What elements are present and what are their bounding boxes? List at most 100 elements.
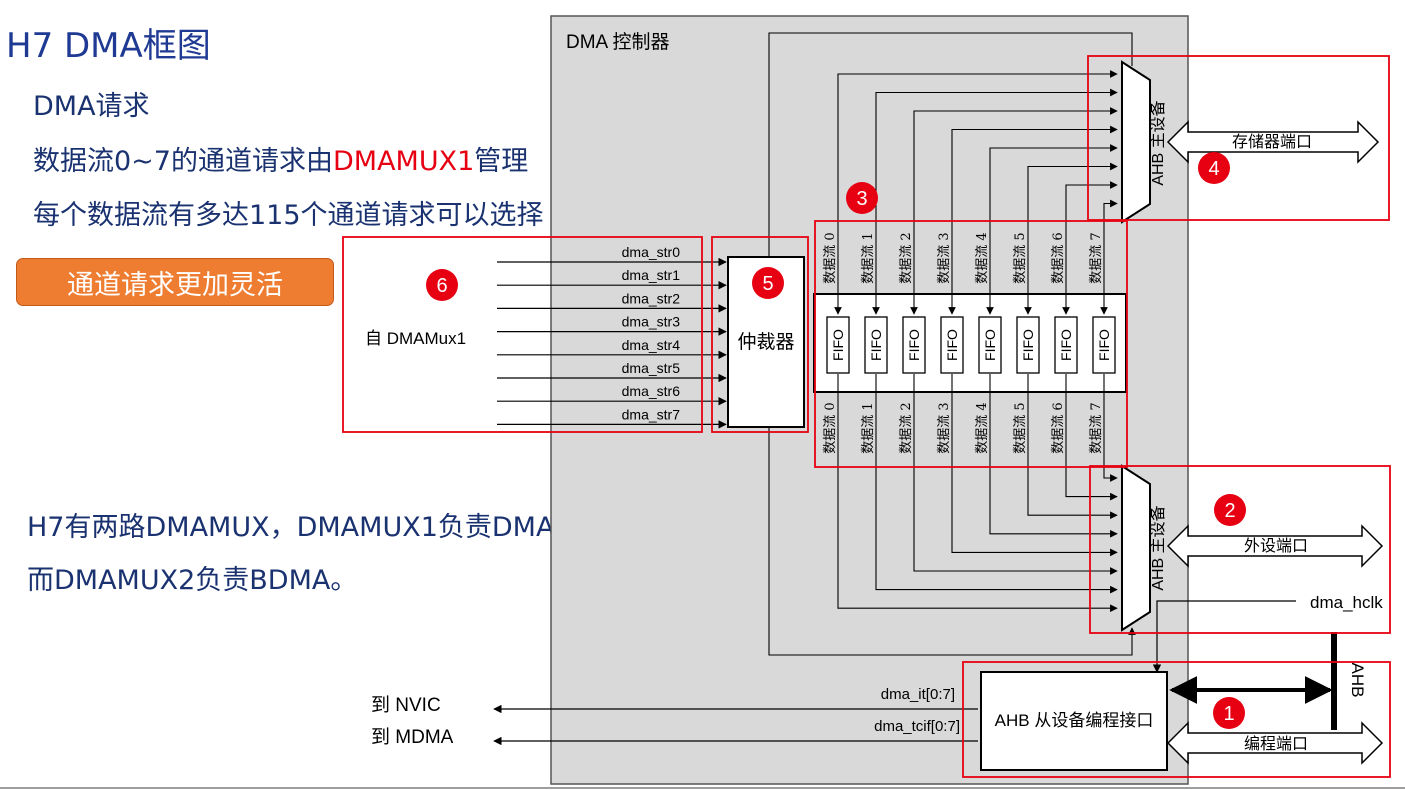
stream-label-bottom-3: 数据流 3: [937, 402, 952, 453]
route-bottom-1: [875, 374, 1118, 594]
stream-label-top-1: 数据流 1: [861, 232, 876, 283]
callout-6: 6: [426, 269, 458, 301]
irq-signal-label: dma_it[0:7]: [881, 686, 955, 703]
dma-controller-box: [550, 15, 1189, 785]
fifo-label-1: FIFO: [868, 329, 884, 361]
arbiter-top-link: [768, 32, 1133, 257]
stream-label-top-5: 数据流 5: [1013, 232, 1028, 283]
fifo-5: [1016, 316, 1040, 374]
stream-label-top-2: 数据流 2: [899, 232, 914, 283]
bottom-rule: [0, 787, 1405, 789]
stream-label-bottom-2: 数据流 2: [899, 402, 914, 453]
stream-label-top-6: 数据流 6: [1051, 232, 1066, 283]
route-bottom-0: [837, 374, 1118, 613]
route-top-2: [910, 107, 1118, 315]
stream-label-top-4: 数据流 4: [975, 232, 990, 283]
route-top-3: [948, 125, 1118, 315]
subtitle-2-highlight: DMAMUX1: [332, 146, 475, 177]
highlight-box-1: [962, 661, 1391, 778]
peripheral-port-arrow: [1166, 524, 1384, 568]
highlight-box-2: [1089, 465, 1391, 634]
programming-port-arrow: [1166, 721, 1384, 765]
stream-label-top-7: 数据流 7: [1089, 232, 1104, 283]
fifo-1: [864, 316, 888, 374]
ahb-master-bottom: [1121, 464, 1151, 632]
callout-3-text: 3: [856, 188, 867, 210]
stream-label-bottom-6: 数据流 6: [1051, 402, 1066, 453]
route-top-0: [834, 70, 1118, 315]
subtitle-2-suffix: 管理: [474, 146, 529, 177]
controller-label: DMA 控制器: [566, 31, 669, 53]
route-top-1: [872, 88, 1118, 315]
tcif-signal-label: dma_tcif[0:7]: [874, 718, 960, 735]
clock-label: dma_hclk: [1310, 593, 1383, 612]
ahb-master-bottom-label: AHB 主设备: [1149, 505, 1167, 590]
fifo-label-7: FIFO: [1096, 329, 1112, 361]
stream-label-top-3: 数据流 3: [937, 232, 952, 283]
stream-label-bottom-1: 数据流 1: [861, 402, 876, 453]
request-lines: dma_str0dma_str1dma_str2dma_str3dma_str4…: [497, 244, 727, 429]
fifo-label-5: FIFO: [1020, 329, 1036, 361]
callout-6-text: 6: [436, 275, 447, 297]
request-label-5: dma_str5: [622, 360, 681, 376]
mux-source-label: 自 DMAMux1: [365, 329, 466, 348]
fifo-label-3: FIFO: [944, 329, 960, 361]
note-dmamux-2: 而DMAMUX2负责BDMA。: [27, 565, 358, 596]
route-bottom-5: [1027, 374, 1118, 520]
request-label-6: dma_str6: [622, 383, 681, 399]
callout-1-text: 1: [1223, 703, 1234, 725]
clock-line: [1152, 600, 1296, 673]
request-label-3: dma_str3: [622, 314, 681, 330]
fifo-label-0: FIFO: [830, 329, 846, 361]
stream-routing: [768, 32, 1136, 656]
route-top-6: [1062, 181, 1118, 315]
request-label-1: dma_str1: [622, 267, 681, 283]
fifo-4: [978, 316, 1002, 374]
subtitle-dma-request: DMA请求: [33, 91, 150, 122]
to-mdma-label: 到 MDMA: [371, 726, 454, 748]
subtitle-channel-count: 每个数据流有多达115个通道请求可以选择: [33, 200, 544, 231]
stream-label-bottom-7: 数据流 7: [1089, 402, 1104, 453]
fifo-label-2: FIFO: [906, 329, 922, 361]
callout-5: 5: [752, 267, 784, 299]
stream-label-bottom-4: 数据流 4: [975, 402, 990, 453]
highlight-box-3: [814, 220, 1128, 468]
callout-2: 2: [1214, 494, 1246, 526]
peripheral-port-label: 外设端口: [1244, 536, 1308, 555]
ahb-bus-label: AHB: [1348, 663, 1367, 698]
slave-interface-box: [980, 671, 1168, 771]
memory-port-arrow: [1166, 120, 1380, 164]
route-bottom-7: [1103, 374, 1118, 482]
highlight-box-4: [1087, 55, 1390, 221]
stream-label-bottom-5: 数据流 5: [1013, 402, 1028, 453]
subtitle-2-prefix: 数据流0~7的通道请求由: [33, 146, 333, 177]
route-top-7: [1100, 199, 1118, 315]
callout-4: 4: [1198, 152, 1230, 184]
stream-labels-bottom: 数据流 0 数据流 1 数据流 2 数据流 3 数据流 4 数据流 5 数据流 6 数据流 7: [823, 402, 1104, 453]
callout-3: 3: [846, 182, 878, 214]
fifo-0: [826, 316, 850, 374]
fifo-3: [940, 316, 964, 374]
fifo-6: [1054, 316, 1078, 374]
fifo-label-6: FIFO: [1058, 329, 1074, 361]
callout-4-text: 4: [1208, 158, 1219, 180]
page-title: H7 DMA框图: [6, 26, 211, 66]
ahb-master-top: [1121, 60, 1151, 224]
slave-interface-label: AHB 从设备编程接口: [995, 711, 1154, 730]
route-top-4: [986, 144, 1118, 315]
route-bottom-3: [951, 374, 1118, 557]
subtitle-stream-management: 数据流0~7的通道请求由DMAMUX1管理: [33, 139, 528, 178]
fifo-2: [902, 316, 926, 374]
to-nvic-label: 到 NVIC: [371, 694, 441, 716]
highlight-box-5: [711, 236, 809, 433]
stream-label-bottom-0: 数据流 0: [823, 402, 838, 453]
fifo-7: [1092, 316, 1116, 374]
callout-5-text: 5: [762, 273, 773, 295]
stream-label-top-0: 数据流 0: [823, 232, 838, 283]
arbiter-label: 仲裁器: [737, 331, 794, 353]
programming-port-label: 编程端口: [1244, 734, 1308, 753]
arbiter-bottom-link: [768, 427, 1136, 656]
route-bottom-4: [989, 374, 1118, 538]
fifo-band: [813, 293, 1127, 393]
